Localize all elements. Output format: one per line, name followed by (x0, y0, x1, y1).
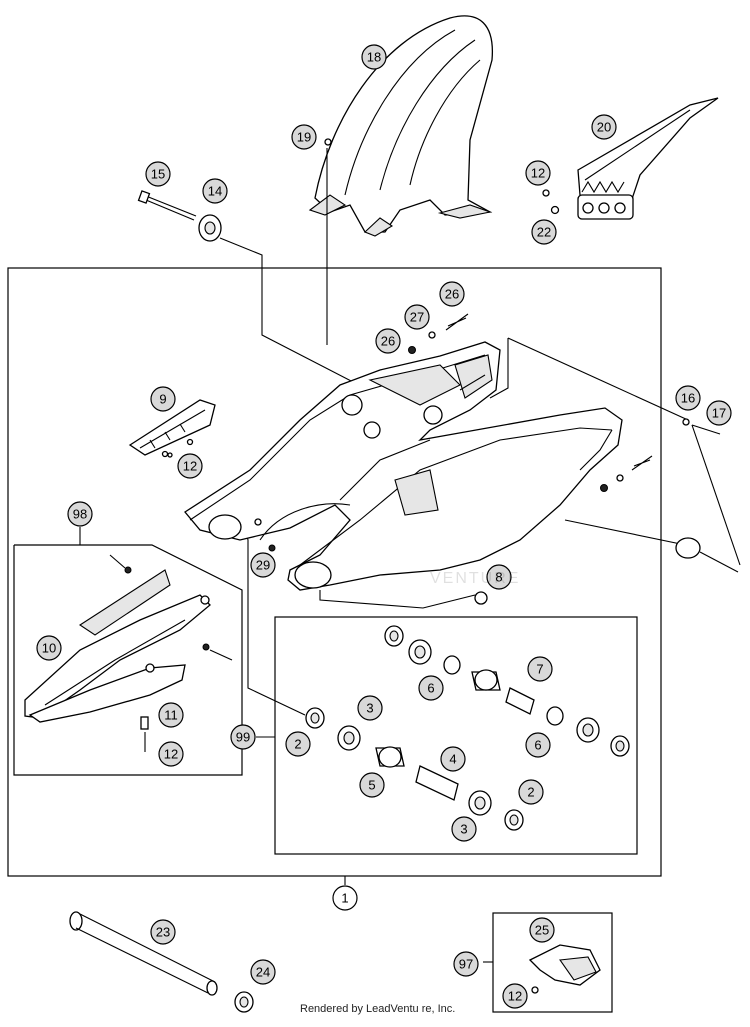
bearing-kit-parts (305, 625, 630, 831)
callout-3-top: 3 (357, 695, 383, 721)
svg-text:5: 5 (368, 778, 375, 793)
svg-text:17: 17 (712, 406, 726, 421)
callout-27: 27 (404, 304, 430, 330)
callout-1: 1 (332, 885, 358, 911)
render-credit: Rendered by LeadVentu re, Inc. (300, 1003, 456, 1015)
callout-12-slider: 12 (177, 453, 203, 479)
svg-text:11: 11 (164, 708, 178, 723)
svg-text:4: 4 (449, 752, 456, 767)
callout-2-right: 2 (518, 779, 544, 805)
svg-text:23: 23 (156, 925, 170, 940)
callout-16-right: 16 (675, 385, 701, 411)
svg-text:6: 6 (534, 738, 541, 753)
chain-slider-bottom (528, 944, 601, 994)
callout-6-top: 6 (418, 675, 444, 701)
callout-20: 20 (591, 114, 617, 140)
swingarm (184, 341, 623, 591)
svg-text:20: 20 (597, 120, 611, 135)
svg-text:25: 25 (535, 923, 549, 938)
callout-99: 99 (230, 724, 256, 750)
svg-text:29: 29 (256, 558, 270, 573)
svg-text:18: 18 (367, 50, 381, 65)
chain-guard-kit-box (13, 544, 243, 776)
bolt-15 (137, 190, 197, 221)
svg-text:12: 12 (183, 459, 197, 474)
callout-5: 5 (359, 772, 385, 798)
svg-text:97: 97 (459, 957, 473, 972)
callout-2-left: 2 (285, 731, 311, 757)
callout-8: 8 (486, 564, 512, 590)
callout-9: 9 (150, 386, 176, 412)
svg-text:16: 16 (681, 391, 695, 406)
svg-text:98: 98 (73, 507, 87, 522)
svg-text:12: 12 (164, 747, 178, 762)
svg-text:1: 1 (341, 891, 348, 906)
callout-26: 26 (375, 328, 401, 354)
callout-14: 14 (202, 178, 228, 204)
bearing-kit-box (274, 616, 638, 855)
small-screws (167, 138, 560, 458)
svg-text:2: 2 (527, 785, 534, 800)
svg-text:26: 26 (381, 334, 395, 349)
adjuster-hardware (254, 313, 739, 605)
svg-text:22: 22 (537, 225, 551, 240)
callout-17: 17 (706, 400, 732, 426)
callout-98: 98 (67, 501, 93, 527)
chain-guard (24, 554, 233, 752)
swingarm-assembly-box (7, 267, 662, 877)
svg-text:19: 19 (297, 130, 311, 145)
svg-text:7: 7 (536, 662, 543, 677)
callout-7: 7 (527, 656, 553, 682)
callout-10: 10 (36, 635, 62, 661)
svg-text:8: 8 (495, 570, 502, 585)
callout-19: 19 (291, 124, 317, 150)
callout-3-bottom: 3 (451, 816, 477, 842)
svg-text:27: 27 (410, 310, 424, 325)
pivot-nut (234, 991, 254, 1013)
svg-text:3: 3 (366, 701, 373, 716)
callout-12-top: 12 (525, 160, 551, 186)
svg-text:12: 12 (508, 989, 522, 1004)
callout-6-bottom: 6 (525, 732, 551, 758)
svg-text:12: 12 (531, 166, 545, 181)
callout-12-guard: 12 (158, 741, 184, 767)
callout-4: 4 (440, 746, 466, 772)
callout-22: 22 (531, 219, 557, 245)
chain-slider-top (128, 399, 216, 458)
svg-text:26: 26 (445, 287, 459, 302)
callout-24: 24 (250, 959, 276, 985)
callout-23: 23 (150, 919, 176, 945)
callout-18: 18 (361, 44, 387, 70)
svg-text:6: 6 (427, 681, 434, 696)
svg-text:99: 99 (236, 730, 250, 745)
rear-fender (308, 15, 494, 237)
pivot-shaft (69, 911, 218, 996)
watermark: VENTURE (430, 570, 520, 587)
callout-97: 97 (453, 951, 479, 977)
svg-text:10: 10 (42, 641, 56, 656)
spacer-14 (198, 214, 222, 242)
svg-text:15: 15 (151, 167, 165, 182)
callout-12-bottom: 12 (502, 983, 528, 1009)
svg-text:9: 9 (159, 392, 166, 407)
svg-text:24: 24 (256, 965, 270, 980)
callout-28: 26 (439, 281, 465, 307)
chain-guide (577, 97, 719, 220)
callout-15: 15 (145, 161, 171, 187)
svg-text:3: 3 (460, 822, 467, 837)
callout-25: 25 (529, 917, 555, 943)
callout-11: 11 (158, 702, 184, 728)
callout-29: 29 (250, 552, 276, 578)
svg-text:14: 14 (208, 184, 222, 199)
svg-text:2: 2 (294, 737, 301, 752)
